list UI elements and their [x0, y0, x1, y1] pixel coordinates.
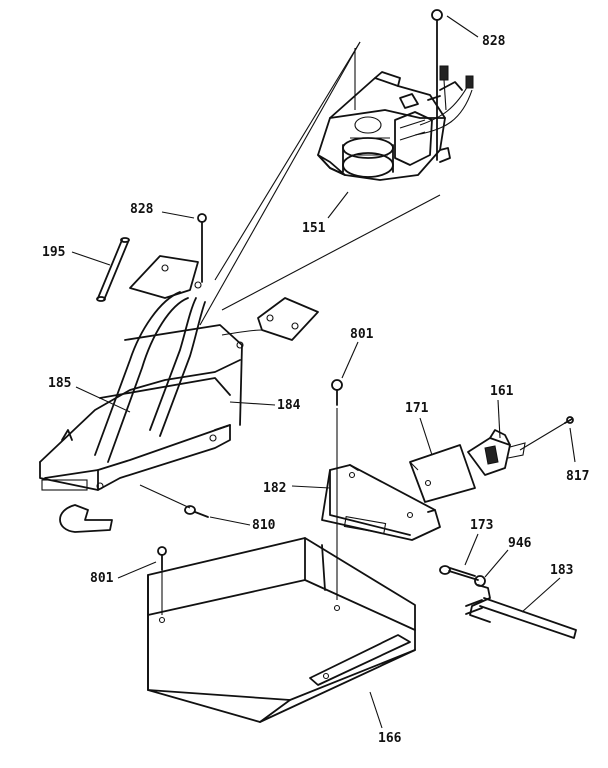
- label-828-top: 828: [482, 34, 506, 49]
- screw-810: [139, 484, 209, 518]
- screw-801-left: [157, 546, 167, 615]
- label-801-left: 801: [90, 571, 114, 586]
- label-184: 184: [277, 398, 301, 413]
- screw-828-left: [197, 213, 207, 283]
- part-labels: 828 151 828 195 185 184 801 171 161 817 …: [42, 34, 589, 746]
- label-195: 195: [42, 245, 65, 260]
- label-828-left: 828: [130, 202, 154, 217]
- switch-171-161: [409, 416, 574, 503]
- label-810: 810: [252, 518, 276, 533]
- motor-assembly-151: [317, 9, 474, 181]
- label-183: 183: [550, 563, 573, 578]
- label-182: 182: [263, 481, 286, 496]
- label-801-mid: 801: [350, 327, 374, 342]
- frame-184-185: [39, 255, 319, 533]
- bracket-182: [321, 464, 441, 541]
- projection-lines: [199, 41, 441, 326]
- label-946: 946: [508, 536, 532, 551]
- label-171: 171: [405, 401, 429, 416]
- label-151: 151: [302, 221, 326, 236]
- spring-195: [96, 237, 130, 302]
- leader-lines: [71, 15, 576, 729]
- base-pan-166: [147, 537, 416, 723]
- label-161: 161: [490, 384, 514, 399]
- screw-801-mid: [331, 379, 343, 600]
- label-173: 173: [470, 518, 493, 533]
- shaft-173-946-183: [439, 565, 577, 639]
- label-166: 166: [378, 731, 402, 746]
- label-185: 185: [48, 376, 71, 391]
- label-817: 817: [566, 469, 589, 484]
